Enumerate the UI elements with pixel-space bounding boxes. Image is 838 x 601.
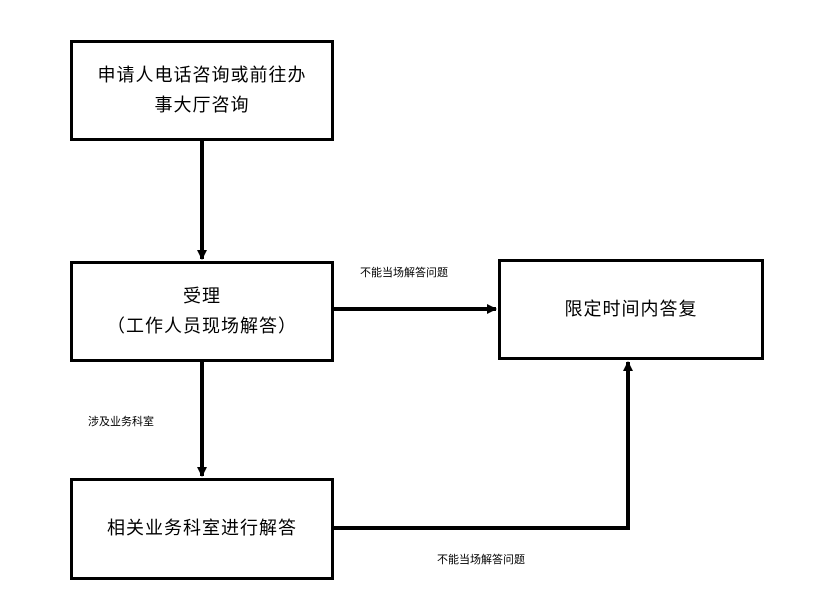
timed-reply-box: 限定时间内答复 — [498, 259, 764, 360]
edge-label-dept-to-reply: 不能当场解答问题 — [437, 553, 525, 566]
accept-box-line1: 受理 — [183, 285, 221, 307]
edge-label-accept-to-reply: 不能当场解答问题 — [360, 266, 448, 279]
department-box-text: 相关业务科室进行解答 — [107, 518, 297, 539]
apply-box-line1: 申请人电话咨询或前往办 — [97, 64, 307, 86]
apply-box-line2: 事大厅咨询 — [154, 94, 250, 116]
reply-box-text: 限定时间内答复 — [564, 298, 698, 320]
arrow-dept-to-reply — [334, 361, 633, 530]
accept-box-line2: （工作人员现场解答） — [107, 315, 297, 337]
department-answer-box: 相关业务科室进行解答 — [70, 478, 334, 580]
edge-label-accept-to-dept: 涉及业务科室 — [88, 415, 154, 428]
accept-box: 受理 （工作人员现场解答） — [70, 261, 334, 362]
apply-consult-box: 申请人电话咨询或前往办 事大厅咨询 — [70, 40, 334, 141]
